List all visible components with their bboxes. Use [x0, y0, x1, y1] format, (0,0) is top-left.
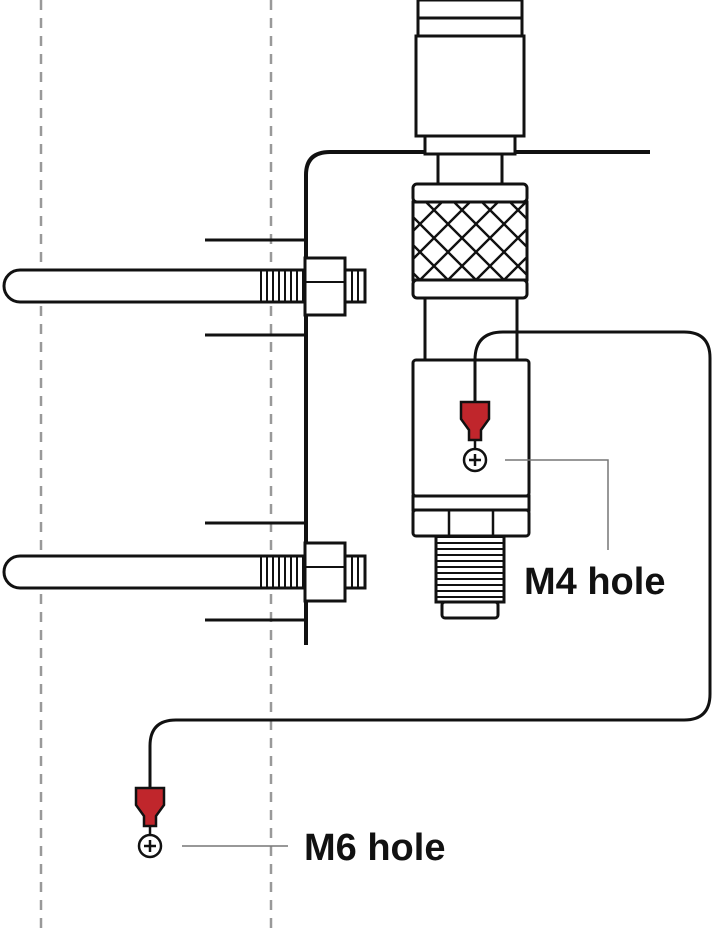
ring-terminal-m6: [134, 786, 166, 835]
m6-hole-label: M6 hole: [304, 827, 446, 869]
ring-terminal-m4: [459, 400, 491, 449]
u-bolt-top: [2, 238, 367, 337]
m4-hole-label: M4 hole: [524, 561, 666, 603]
u-bolt-bottom: [2, 521, 367, 622]
ground-wire: [148, 330, 712, 790]
m4-leader-line: [505, 459, 609, 550]
m4-hole-icon: [462, 447, 488, 473]
m6-hole-icon: [137, 833, 163, 859]
mounting-bracket: [304, 150, 650, 645]
antenna-connector-assembly: [411, 0, 531, 620]
